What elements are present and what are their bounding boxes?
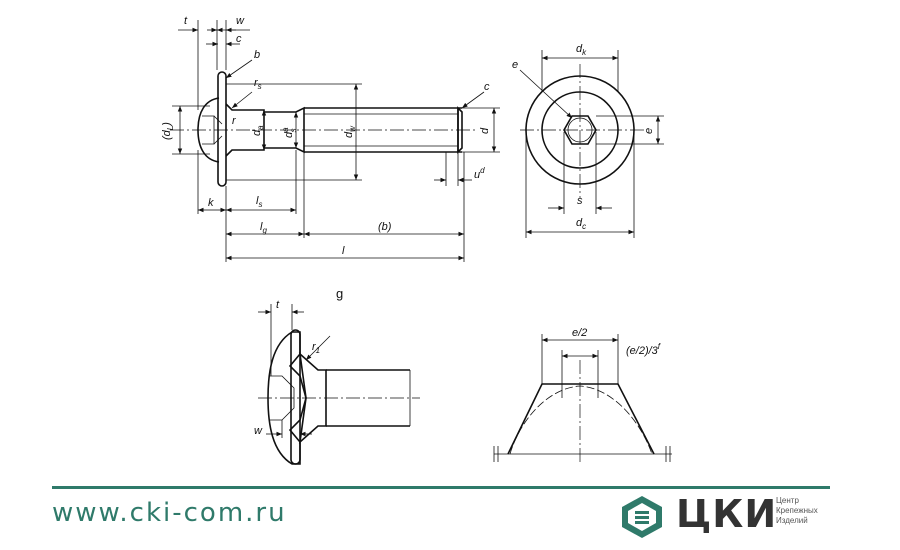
hex-logo-icon: [622, 496, 662, 538]
label-e-half: e/2: [572, 327, 587, 339]
side-view-labels: t w c b rs r (dL) da das dw c d ud k ls …: [161, 15, 491, 257]
detail-g-labels: t r1 w: [254, 299, 320, 437]
footer-divider: [52, 486, 830, 489]
detail-g-dimensions: [258, 304, 331, 442]
logo-tagline: Центр Крепежных Изделий: [776, 496, 818, 526]
socket-profile-dimensions: [541, 334, 619, 384]
label-r1: r1: [312, 341, 320, 355]
label-w: w: [236, 15, 245, 27]
site-url-link[interactable]: www.cki-com.ru: [52, 498, 287, 528]
label-c-right: c: [484, 81, 490, 93]
logo-wordmark: ЦКИ: [676, 492, 778, 536]
label-lg: lg: [260, 221, 267, 235]
end-view-dimensions: [519, 50, 664, 238]
label-t2: t: [276, 299, 280, 311]
brand-logo: ЦКИ Центр Крепежных Изделий: [618, 492, 838, 538]
detail-g-view: [258, 329, 420, 465]
fastener-drawing: t w c b rs r (dL) da das dw c d ud k ls …: [161, 15, 672, 465]
label-dL: (dL): [161, 122, 175, 140]
label-b: b: [254, 49, 260, 61]
label-rs: rs: [254, 77, 262, 91]
logo-tagline-line: Крепежных: [776, 506, 818, 515]
label-s: s: [577, 195, 583, 207]
side-view: [170, 71, 478, 187]
label-r: r: [232, 115, 237, 127]
label-dw: dw: [343, 125, 357, 138]
label-ds: das: [281, 127, 298, 138]
label-e-top: e: [512, 59, 518, 71]
label-w2: w: [254, 425, 263, 437]
label-detail-g: g: [336, 286, 343, 301]
end-view: [520, 64, 644, 198]
label-dk: dk: [576, 43, 587, 57]
label-ls: ls: [256, 195, 262, 209]
label-t: t: [184, 15, 188, 27]
label-k: k: [208, 197, 214, 209]
label-d: d: [479, 127, 491, 134]
label-l: l: [342, 245, 345, 257]
logo-tagline-line: Центр: [776, 496, 799, 505]
label-b-dim: (b): [378, 221, 392, 233]
socket-profile-view: [493, 360, 672, 462]
end-view-labels: dk e e s dc: [512, 43, 655, 231]
label-e-side: e: [643, 128, 655, 134]
label-e-half3: (e/2)/3f: [626, 342, 661, 357]
label-c-top: c: [236, 33, 242, 45]
side-view-dimensions: [172, 20, 500, 262]
label-dc: dc: [576, 217, 586, 231]
label-da: da: [251, 125, 265, 136]
footer: www.cki-com.ru ЦКИ Центр Крепежных Издел…: [0, 478, 900, 550]
socket-profile-labels: e/2 (e/2)/3f: [572, 327, 661, 357]
logo-tagline-line: Изделий: [776, 516, 808, 525]
label-u: ud: [474, 166, 485, 181]
